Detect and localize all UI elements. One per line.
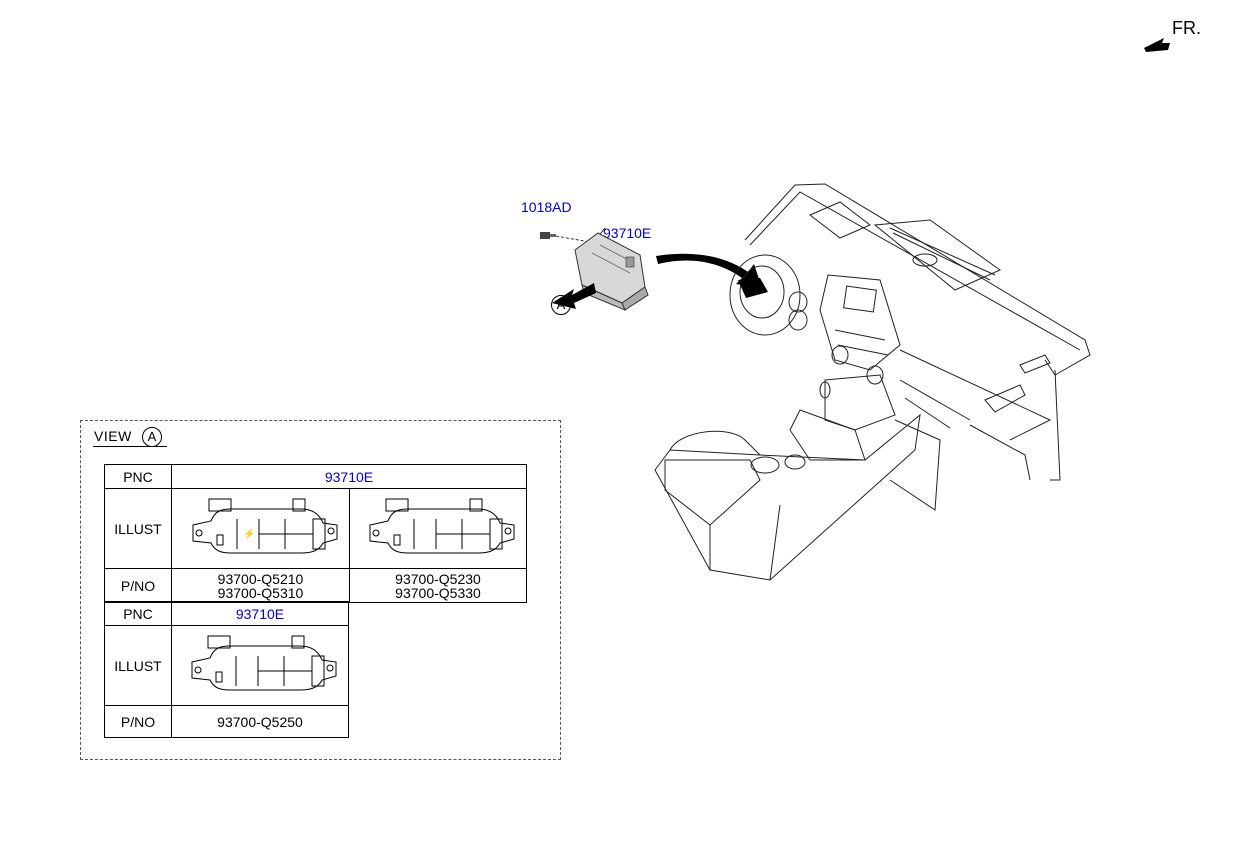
illust-cell-2 [349, 488, 527, 569]
view-title-underline [93, 446, 167, 447]
parts-table-1: PNC 93710E ILLUST ⚡ [104, 464, 527, 603]
pno-cell-1: 93700-Q5210 93700-Q5310 [171, 568, 350, 603]
view-a-panel [80, 420, 561, 760]
svg-text:⚡: ⚡ [243, 527, 255, 540]
fr-arrow-icon [1144, 38, 1170, 52]
view-title: VIEW A [94, 427, 163, 447]
switch-body-icon [574, 232, 649, 311]
dash-switch-location-icon [738, 278, 768, 298]
pnc-header-cell: PNC [104, 464, 172, 489]
illust-cell-1: ⚡ [171, 488, 350, 569]
illust-header-cell: ILLUST [104, 488, 172, 569]
pno-cell-2: 93700-Q5230 93700-Q5330 [349, 568, 527, 603]
fr-label: FR. [1172, 18, 1201, 38]
bolt-icon [540, 232, 556, 239]
switch-panel-icon [191, 635, 337, 691]
parts-table-2: PNC 93710E ILLUST [104, 601, 349, 738]
bolt-part-label[interactable]: 1018AD [521, 199, 572, 215]
pnc-header-cell: PNC [104, 601, 172, 626]
switch-part-label[interactable]: 93710E [603, 225, 652, 241]
pno-header-cell: P/NO [104, 568, 172, 603]
illust-header-cell: ILLUST [104, 625, 172, 706]
switch-panel-icon [369, 498, 515, 554]
pnc-value-link[interactable]: 93710E [171, 464, 527, 489]
pnc-value-link[interactable]: 93710E [171, 601, 349, 626]
illust-cell-3 [171, 625, 349, 706]
pno-header-cell: P/NO [104, 705, 172, 738]
view-a-marker: A [551, 295, 571, 315]
view-marker-circle: A [142, 427, 163, 447]
pno-cell-3: 93700-Q5250 [171, 705, 349, 738]
switch-panel-icon: ⚡ [192, 498, 337, 554]
dashboard-illustration [654, 183, 1091, 581]
